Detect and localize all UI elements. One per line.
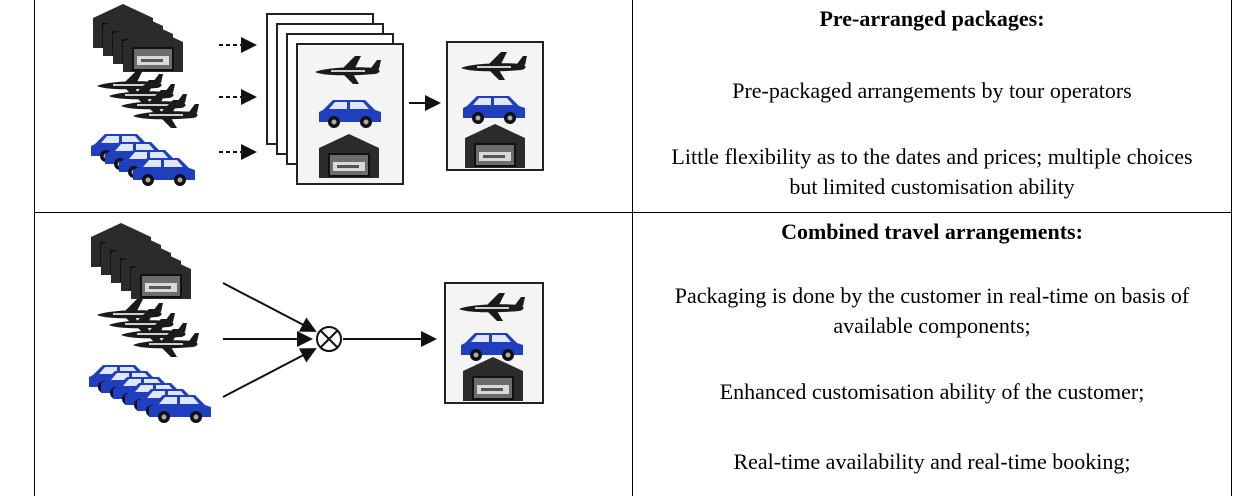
row-heading: Pre-arranged packages: xyxy=(633,4,1231,34)
result-package-card xyxy=(445,283,543,403)
combined-description-cell: Combined travel arrangements: Packaging … xyxy=(633,213,1232,496)
package-card-contents xyxy=(315,56,381,178)
car-icon-stack xyxy=(91,134,195,186)
row-paragraph: Enhanced customisation ability of the cu… xyxy=(633,377,1231,407)
hotel-icon-stack xyxy=(93,4,183,72)
row-paragraph: Real-time availability and real-time boo… xyxy=(633,447,1231,477)
row-heading: Combined travel arrangements: xyxy=(633,217,1231,247)
table-row-combined: Combined travel arrangements: Packaging … xyxy=(35,213,1232,496)
result-package-card xyxy=(447,42,543,170)
combined-diagram xyxy=(35,213,632,496)
row-paragraph: Packaging is done by the customer in rea… xyxy=(633,281,1231,341)
row-paragraph: Pre-packaged arrangements by tour operat… xyxy=(633,76,1231,106)
combined-illustration-cell xyxy=(35,213,633,496)
pre-arranged-illustration-cell xyxy=(35,0,633,213)
converging-arrows xyxy=(223,283,315,397)
dashed-arrows xyxy=(219,45,255,152)
pre-arranged-description-cell: Pre-arranged packages: Pre-packaged arra… xyxy=(633,0,1232,213)
car-icon-stack xyxy=(89,365,211,423)
plane-icon-stack xyxy=(97,299,199,357)
hotel-icon-stack xyxy=(91,223,191,299)
plane-icon-stack xyxy=(97,70,199,128)
pre-arranged-diagram xyxy=(35,0,632,212)
table-row-pre-arranged: Pre-arranged packages: Pre-packaged arra… xyxy=(35,0,1232,213)
combine-icon xyxy=(317,327,341,351)
comparison-table: Pre-arranged packages: Pre-packaged arra… xyxy=(34,0,1232,496)
row-paragraph: Little flexibility as to the dates and p… xyxy=(633,142,1231,202)
